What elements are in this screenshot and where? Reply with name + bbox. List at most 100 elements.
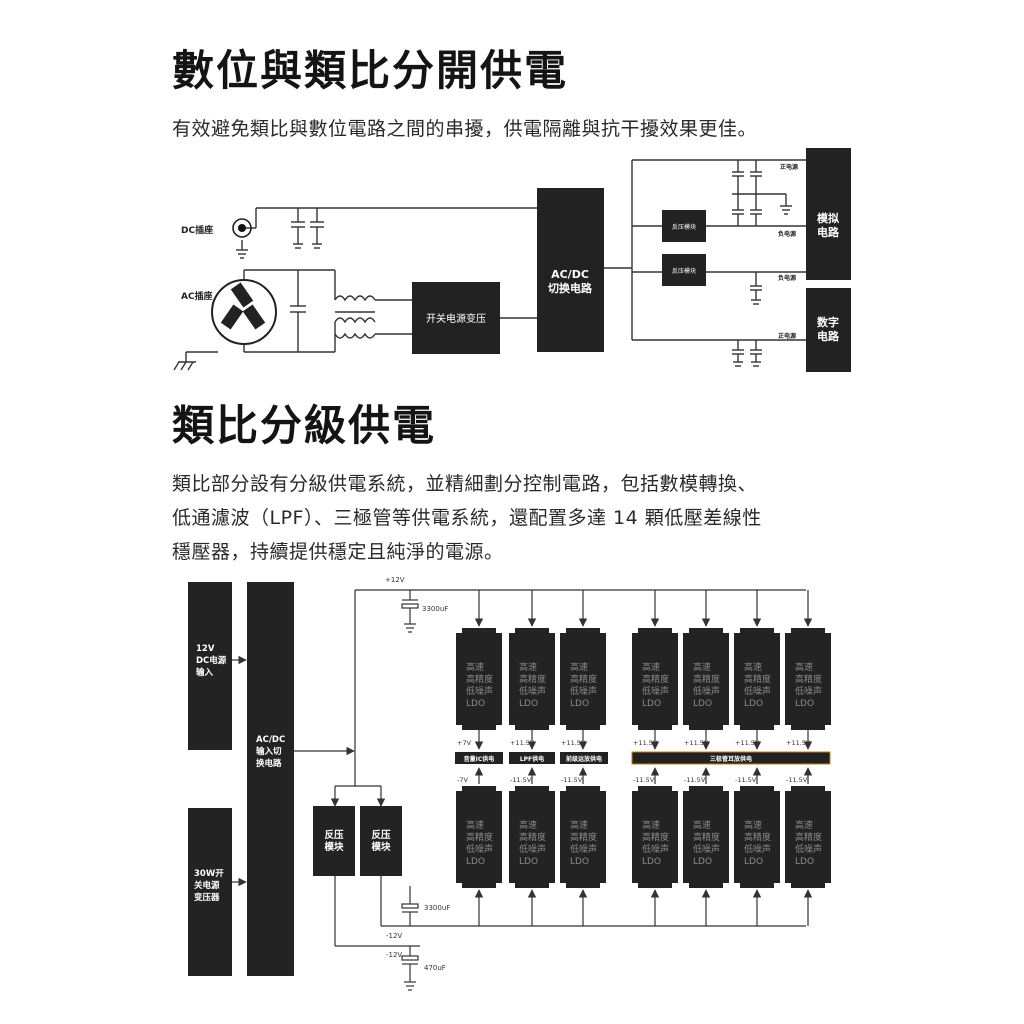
transformer-label: 开关电源变压 (426, 312, 486, 325)
acdc-switch-label-1: AC/DC (256, 735, 285, 745)
ldo-bottom-4-label-1: 高速 (642, 819, 660, 831)
ldo-top-1-label-1: 高速 (466, 661, 484, 673)
rail-lpf-label: LPF供电 (520, 755, 544, 763)
top-voltage-1: +7V (457, 739, 472, 747)
ldo-bottom-1-label-4: LDO (466, 857, 485, 867)
ldo-block-top-2 (509, 628, 555, 730)
ac-socket-icon (211, 279, 277, 345)
ldo-top-4-label-1: 高速 (642, 661, 660, 673)
ldo-top-7-label-2: 高精度 (795, 673, 822, 685)
inverter-right-label-2: 模块 (371, 841, 391, 853)
ldo-block-top-1 (456, 628, 502, 730)
dc-input-block (188, 582, 232, 750)
digital-label-1: 数字 (817, 315, 839, 329)
ldo-top-3-label-3: 低噪声 (570, 685, 597, 697)
ldo-block-bottom-5 (683, 786, 729, 888)
ldo-top-2-label-4: LDO (519, 699, 538, 709)
ac-socket-label: AC插座 (181, 290, 213, 302)
ldo-block-bottom-6 (734, 786, 780, 888)
top-voltage-2: +11.5V (510, 739, 535, 747)
ldo-block-top-6 (734, 628, 780, 730)
ldo-top-7-label-1: 高速 (795, 661, 813, 673)
cap-3300-bottom-label: 3300uF (424, 904, 450, 912)
ldo-bottom-1-label-3: 低噪声 (466, 843, 493, 855)
inverter-right-label-1: 反压 (371, 829, 391, 841)
ldo-bottom-6-label-4: LDO (744, 857, 763, 867)
ldo-top-3-label-1: 高速 (570, 661, 588, 673)
top-voltage-7: +11.5V (786, 739, 811, 747)
dc-input-label-2: DC电源 (196, 655, 227, 666)
ldo-bottom-4-label-2: 高精度 (642, 831, 669, 843)
switching-transformer-block (188, 808, 232, 976)
ldo-bottom-4-label-3: 低噪声 (642, 843, 669, 855)
ldo-bottom-2-label-1: 高速 (519, 819, 537, 831)
rail-bar-lpf (509, 752, 555, 764)
ldo-top-4-label-3: 低噪声 (642, 685, 669, 697)
ldo-block-top-3 (560, 628, 606, 730)
ldo-top-2-label-1: 高速 (519, 661, 537, 673)
ldo-bottom-6-label-1: 高速 (744, 819, 762, 831)
rail-bar-triode (631, 751, 831, 765)
dc-socket-icon (232, 218, 252, 238)
ldo-bottom-2-label-3: 低噪声 (519, 843, 546, 855)
top-voltage-5: +11.5V (684, 739, 709, 747)
ldo-bottom-3-label-2: 高精度 (570, 831, 597, 843)
rail-label-neg-1: 负电源 (778, 230, 796, 238)
bottom-voltage-2: -11.5V (510, 776, 532, 784)
ldo-top-2-label-3: 低噪声 (519, 685, 546, 697)
top-voltage-4: +11.5V (633, 739, 658, 747)
transformer-block (412, 282, 500, 354)
inverter-module-1 (662, 210, 706, 242)
analog-label-2: 电路 (817, 225, 840, 239)
bottom-voltage-4: -11.5V (633, 776, 655, 784)
ldo-bottom-2-label-2: 高精度 (519, 831, 546, 843)
analog-circuit-block (806, 148, 851, 280)
ldo-top-6-label-2: 高精度 (744, 673, 771, 685)
ldo-block-top-5 (683, 628, 729, 730)
acdc-label-1: AC/DC (551, 268, 589, 281)
ldo-block-top-4 (632, 628, 678, 730)
acdc-switch-block (247, 582, 294, 976)
analog-label-1: 模拟 (817, 211, 839, 225)
ldo-bottom-5-label-2: 高精度 (693, 831, 720, 843)
plus12v-label: +12V (385, 576, 405, 584)
ldo-bottom-7-label-4: LDO (795, 857, 814, 867)
ldo-top-5-label-1: 高速 (693, 661, 711, 673)
section2-paragraph-line-2: 低通濾波（LPF）、三極管等供電系統，還配置多達 14 顆低壓差線性 (172, 507, 762, 529)
ldo-top-4-label-2: 高精度 (642, 673, 669, 685)
ldo-top-6-label-1: 高速 (744, 661, 762, 673)
ldo-top-5-label-4: LDO (693, 699, 712, 709)
ldo-bottom-6-label-2: 高精度 (744, 831, 771, 843)
transformer-input-label-2: 关电源 (194, 880, 220, 891)
ldo-bottom-7-label-2: 高精度 (795, 831, 822, 843)
ldo-block-bottom-3 (560, 786, 606, 888)
minus12v-label-2: -12V (386, 951, 402, 959)
inverter-left-label-2: 模块 (324, 841, 344, 853)
inverter-module-left (313, 806, 355, 876)
section2-paragraph-line-1: 類比部分設有分級供電系統，並精細劃分控制電路，包括數模轉換、 (172, 473, 758, 495)
ldo-top-4-label-4: LDO (642, 699, 661, 709)
ldo-top-1-label-3: 低噪声 (466, 685, 493, 697)
ldo-bottom-5-label-4: LDO (693, 857, 712, 867)
transformer-input-label-3: 变压器 (194, 892, 220, 903)
rail-bar-preamp (560, 752, 608, 764)
cap-470-label: 470uF (424, 964, 446, 972)
ldo-top-3-label-4: LDO (570, 699, 589, 709)
ldo-bottom-3-label-1: 高速 (570, 819, 588, 831)
ldo-top-5-label-2: 高精度 (693, 673, 720, 685)
digital-label-2: 电路 (817, 329, 840, 343)
inverter-module-2-label: 反压模块 (672, 267, 696, 275)
ldo-bottom-3-label-4: LDO (570, 857, 589, 867)
ldo-bottom-2-label-4: LDO (519, 857, 538, 867)
ldo-bottom-3-label-3: 低噪声 (570, 843, 597, 855)
ldo-block-top-7 (785, 628, 831, 730)
ldo-top-7-label-4: LDO (795, 699, 814, 709)
ldo-bottom-4-label-4: LDO (642, 857, 661, 867)
ldo-bottom-6-label-3: 低噪声 (744, 843, 771, 855)
ldo-top-7-label-3: 低噪声 (795, 685, 822, 697)
bottom-voltage-1: -7V (457, 776, 468, 784)
ldo-top-1-label-4: LDO (466, 699, 485, 709)
rail-preamp-label: 前级运放供电 (566, 755, 602, 763)
rail-label-pos-1: 正电源 (780, 163, 798, 171)
section1-title: 數位與類比分開供電 (172, 46, 569, 95)
